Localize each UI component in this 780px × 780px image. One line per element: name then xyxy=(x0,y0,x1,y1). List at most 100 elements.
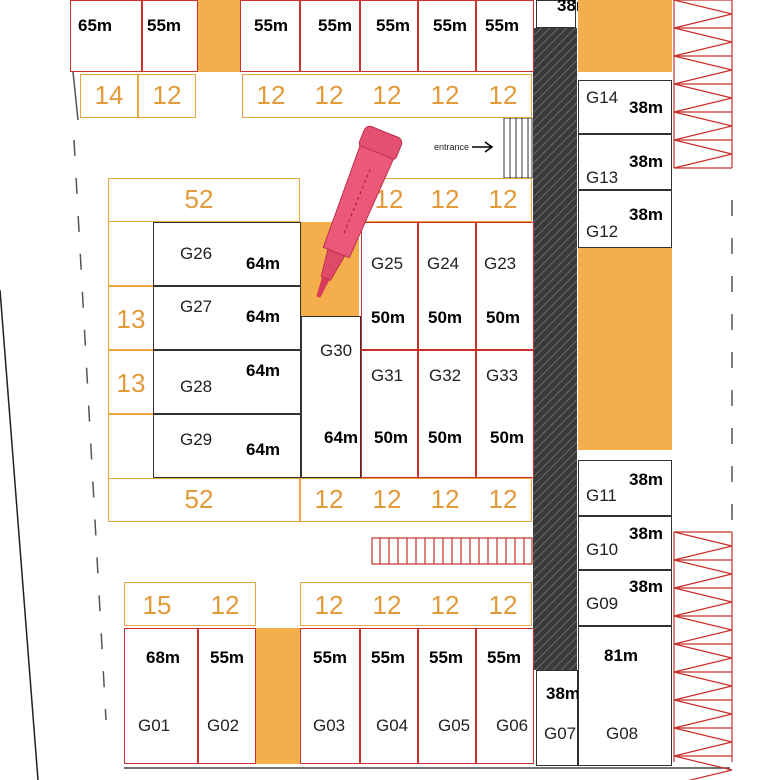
top-unit-7[interactable] xyxy=(476,0,534,72)
unit-g03[interactable] xyxy=(300,628,360,764)
lattice-diagonal xyxy=(673,741,733,757)
lattice-diagonal xyxy=(673,83,733,99)
unit-size: 81m xyxy=(604,646,639,665)
orange-open-space xyxy=(256,628,300,764)
unit-code: G13 xyxy=(586,168,619,187)
lattice-diagonal xyxy=(673,727,733,743)
unit-g07[interactable] xyxy=(536,670,578,766)
unit-g04[interactable] xyxy=(360,628,418,764)
dimension-label: 15 xyxy=(142,590,172,620)
unit-g02[interactable] xyxy=(198,628,256,764)
dimension-label: 12 xyxy=(256,80,286,110)
unit-size: 50m xyxy=(428,428,463,447)
lattice-diagonal xyxy=(673,643,733,659)
lattice-diagonal xyxy=(673,153,733,169)
unit-g26[interactable] xyxy=(153,222,301,286)
unit-size: 50m xyxy=(371,308,406,327)
unit-code: G23 xyxy=(484,254,517,273)
unit-g13[interactable] xyxy=(578,134,672,190)
dimension-label: 12 xyxy=(430,80,460,110)
dimension-label: 12 xyxy=(372,590,402,620)
unit-g12[interactable] xyxy=(578,190,672,248)
dim-box-row xyxy=(124,582,256,626)
unit-size: 55m xyxy=(254,16,289,35)
unit-g31[interactable] xyxy=(361,350,418,478)
dimension-label: 52 xyxy=(184,484,214,514)
unit-code: G25 xyxy=(371,254,404,273)
unit-g32[interactable] xyxy=(418,350,476,478)
unit-g08[interactable] xyxy=(578,626,672,766)
top-unit-6[interactable] xyxy=(418,0,476,72)
unit-g27[interactable] xyxy=(153,286,301,350)
top-unit-3[interactable] xyxy=(240,0,300,72)
right-lattice xyxy=(673,0,733,780)
corner-unit[interactable] xyxy=(536,0,576,28)
unit-code: G30 xyxy=(320,341,353,360)
dimension-label: 12 xyxy=(488,80,518,110)
unit-size: 55m xyxy=(313,648,348,667)
unit-code: G04 xyxy=(376,716,409,735)
unit-g30[interactable] xyxy=(301,316,361,478)
top-unit-5[interactable] xyxy=(360,0,418,72)
top-unit-2[interactable] xyxy=(142,0,198,72)
unit-g24[interactable] xyxy=(418,222,476,350)
unit-g29[interactable] xyxy=(153,414,301,478)
unit-code: G02 xyxy=(207,716,240,735)
lattice-diagonal xyxy=(673,671,733,687)
lattice-diagonal xyxy=(673,573,733,589)
dimension-label: 52 xyxy=(184,184,214,214)
unit-size: 55m xyxy=(210,648,245,667)
unit-size: 38m xyxy=(629,524,664,543)
pedestrian-crossing-bars xyxy=(379,538,525,564)
unit-g06[interactable] xyxy=(476,628,534,764)
unit-g23[interactable] xyxy=(476,222,534,350)
left-dashed-boundary xyxy=(73,139,107,721)
unit-size: 55m xyxy=(429,648,464,667)
unit-size: 65m xyxy=(78,16,113,35)
dimension-label: 12 xyxy=(314,590,344,620)
top-unit-1[interactable] xyxy=(70,0,142,72)
unit-g33[interactable] xyxy=(476,350,534,478)
unit-code: G09 xyxy=(586,594,619,613)
unit-code: G27 xyxy=(180,297,213,316)
orange-open-space xyxy=(198,0,240,72)
dim-box xyxy=(108,478,300,522)
unit-size: 38m xyxy=(629,205,664,224)
unit-code: G29 xyxy=(180,430,213,449)
unit-size: 38m xyxy=(546,684,581,703)
unit-g14[interactable] xyxy=(578,80,672,134)
dimension-label: 12 xyxy=(488,590,518,620)
dimension-label: 12 xyxy=(430,184,460,214)
unit-size: 55m xyxy=(376,16,411,35)
dim-box xyxy=(108,414,154,478)
lattice-diagonal xyxy=(673,139,733,155)
unit-code: G32 xyxy=(429,366,462,385)
lattice-diagonal xyxy=(673,559,733,575)
unit-g01[interactable] xyxy=(124,628,198,764)
lattice-diagonal xyxy=(673,531,733,547)
dimension-label: 12 xyxy=(314,80,344,110)
orange-open-space xyxy=(578,0,672,72)
entrance-steps xyxy=(503,117,533,179)
unit-g11[interactable] xyxy=(578,460,672,516)
dimension-label: 12 xyxy=(488,484,518,514)
unit-g05[interactable] xyxy=(418,628,476,764)
dim-box-row xyxy=(300,582,532,626)
unit-g10[interactable] xyxy=(578,516,672,570)
unit-size: 50m xyxy=(490,428,525,447)
unit-size: 50m xyxy=(486,308,521,327)
dimension-label: 13 xyxy=(116,304,146,334)
unit-size: 64m xyxy=(324,428,359,447)
unit-code: G08 xyxy=(606,724,639,743)
unit-g25[interactable] xyxy=(361,222,418,350)
dim-box-row xyxy=(300,478,532,522)
lattice-diagonal xyxy=(673,41,733,57)
unit-code: G26 xyxy=(180,244,213,263)
unit-g28[interactable] xyxy=(153,350,301,414)
arrow-right-icon xyxy=(472,141,494,153)
lattice-diagonal xyxy=(673,545,733,561)
lattice-diagonal xyxy=(673,13,733,29)
unit-g09[interactable] xyxy=(578,570,672,626)
top-unit-4[interactable] xyxy=(300,0,360,72)
